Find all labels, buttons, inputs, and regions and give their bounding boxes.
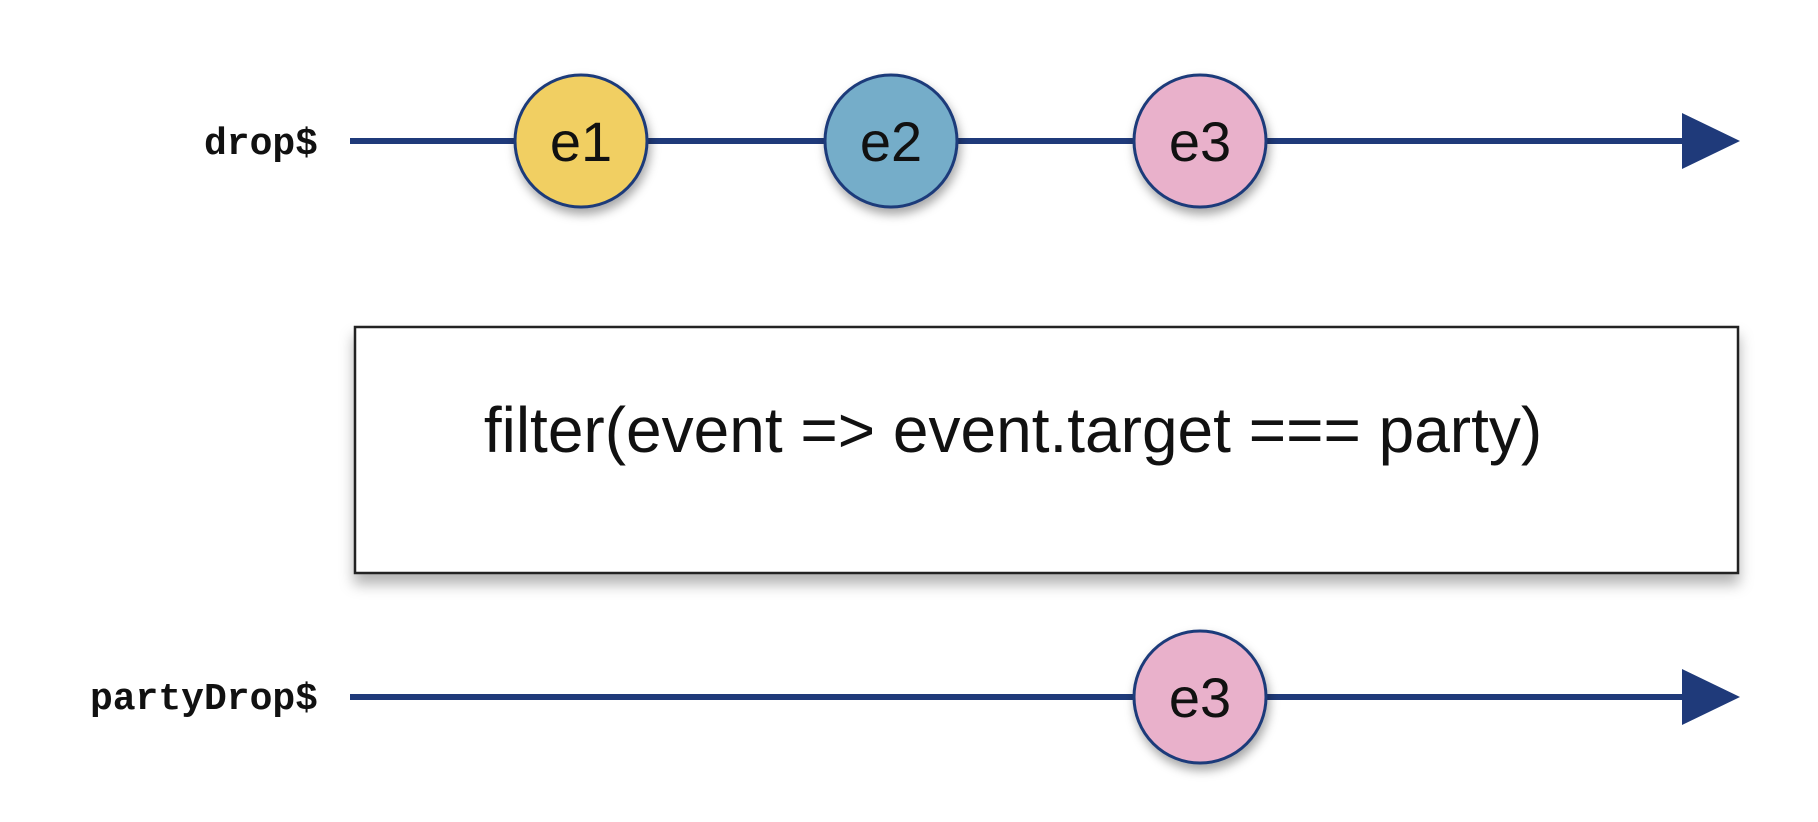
marble-circle — [823, 73, 959, 209]
marble-circle — [513, 73, 649, 209]
input-stream: drop$ e1 e2 e3 — [204, 73, 1740, 209]
output-marble-e3: e3 — [1132, 629, 1268, 765]
output-timeline-arrowhead — [1682, 669, 1740, 725]
input-stream-label: drop$ — [204, 123, 318, 166]
input-marble-e3: e3 — [1132, 73, 1268, 209]
marble-label: e3 — [1169, 666, 1231, 729]
input-marble-e2: e2 — [823, 73, 959, 209]
marble-circle — [1132, 73, 1268, 209]
output-stream-label: partyDrop$ — [90, 678, 318, 721]
marble-label: e3 — [1169, 110, 1231, 173]
operator-box-frame — [353, 325, 1740, 575]
marble-label: e1 — [550, 110, 612, 173]
output-stream: partyDrop$ e3 — [90, 629, 1740, 765]
input-marble-e1: e1 — [513, 73, 649, 209]
operator-text: filter(event => event.target === party) — [484, 394, 1542, 466]
input-timeline-arrowhead — [1682, 113, 1740, 169]
marble-circle — [1132, 629, 1268, 765]
marble-label: e2 — [860, 110, 922, 173]
operator-box: filter(event => event.target === party) — [353, 325, 1740, 575]
